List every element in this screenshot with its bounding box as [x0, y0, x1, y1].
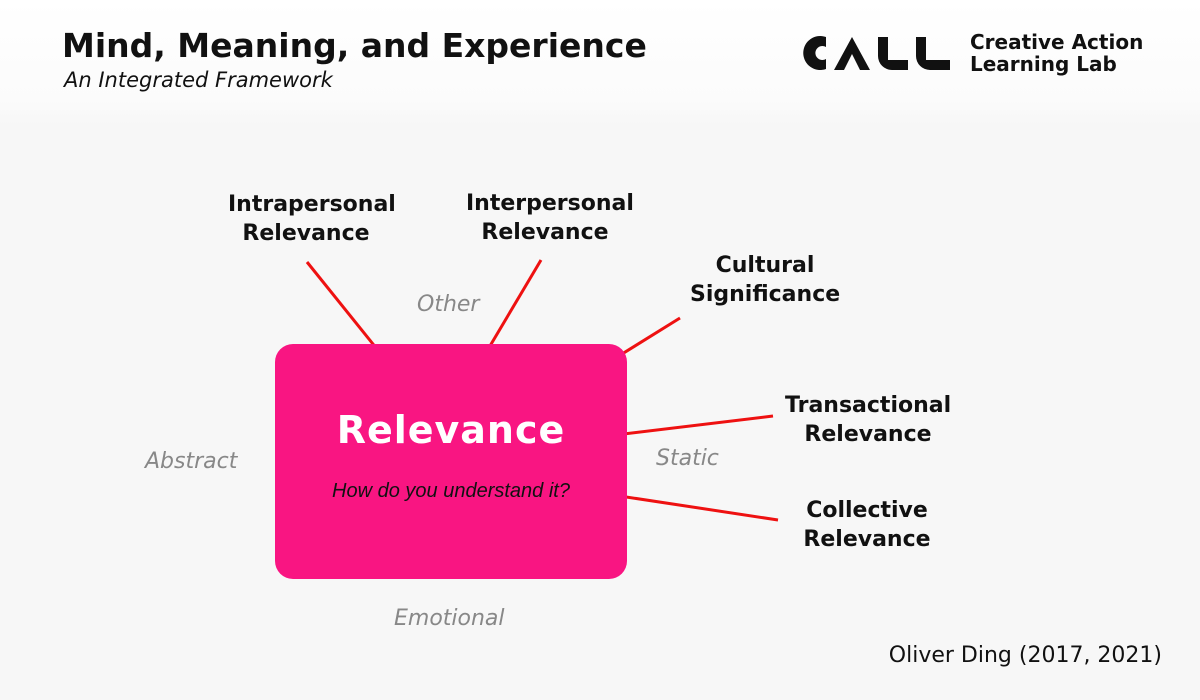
- page-title: Mind, Meaning, and Experience: [62, 26, 647, 65]
- node-intrapersonal-line2: Relevance: [242, 221, 370, 246]
- connector-collective: [599, 491, 779, 522]
- logo-text-line1: Creative Action: [970, 30, 1144, 54]
- logo-text: Creative Action Learning Lab: [970, 31, 1143, 75]
- node-cultural: Cultural Significance: [690, 251, 840, 309]
- relevance-box: [275, 344, 627, 579]
- node-collective: Collective Relevance: [797, 496, 937, 554]
- axis-label-other: Other: [417, 292, 480, 317]
- author-credit: Oliver Ding (2017, 2021): [888, 643, 1162, 668]
- node-cultural-line1: Cultural: [715, 253, 815, 278]
- node-interpersonal: Interpersonal Relevance: [466, 189, 634, 247]
- node-transactional-line1: Transactional: [785, 393, 952, 418]
- page-subtitle: An Integrated Framework: [64, 68, 333, 92]
- node-intrapersonal: Intrapersonal Relevance: [228, 190, 396, 248]
- center-title: Relevance: [336, 408, 566, 452]
- logo-text-line2: Learning Lab: [970, 52, 1117, 76]
- node-intrapersonal-line1: Intrapersonal: [228, 192, 396, 217]
- node-interpersonal-line1: Interpersonal: [466, 191, 634, 216]
- node-collective-line2: Relevance: [803, 527, 931, 552]
- header-band: [0, 0, 1200, 125]
- node-collective-line1: Collective: [806, 498, 928, 523]
- node-cultural-line2: Significance: [690, 282, 841, 307]
- call-logo-icon: [803, 36, 950, 70]
- node-transactional-line2: Relevance: [804, 422, 932, 447]
- axis-label-abstract: Abstract: [145, 449, 238, 474]
- axis-label-emotional: Emotional: [394, 606, 505, 631]
- node-interpersonal-line2: Relevance: [481, 220, 609, 245]
- center-question: How do you understand it?: [332, 480, 570, 502]
- node-transactional: Transactional Relevance: [785, 391, 951, 449]
- axis-label-static: Static: [656, 446, 719, 471]
